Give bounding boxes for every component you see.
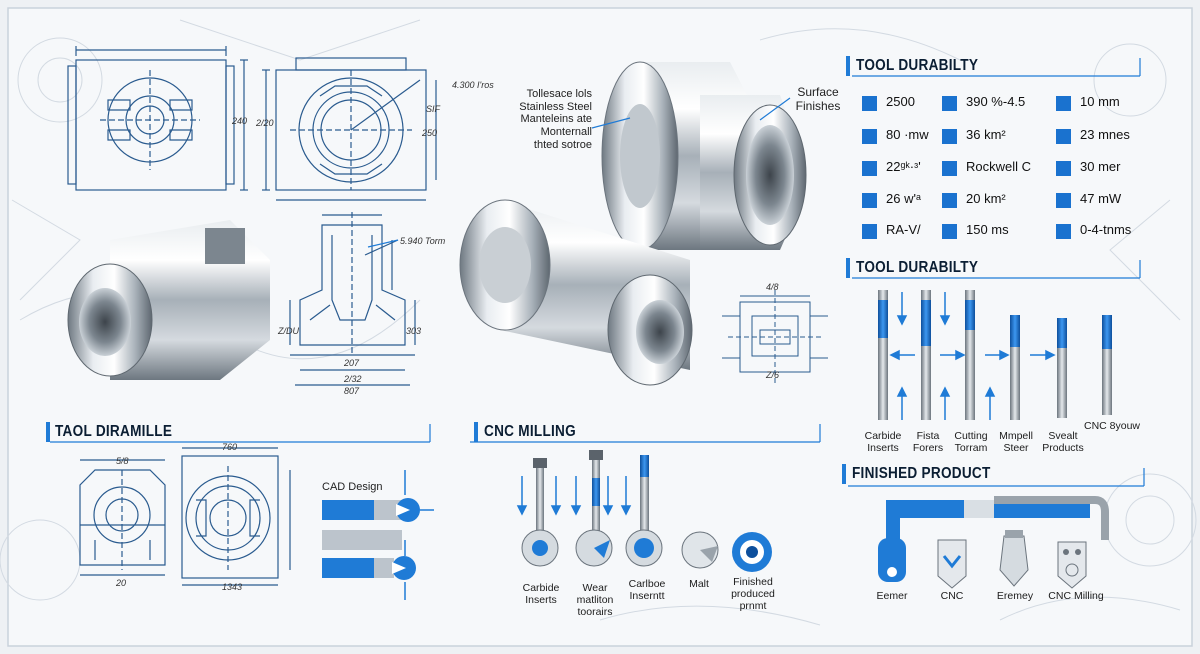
cad-design-diagram [322,470,434,600]
stat-marker-icon [942,129,957,144]
stat-marker-icon [1056,161,1071,176]
stat-marker-icon [1056,193,1071,208]
stat-value: 47 mW [1080,191,1122,206]
stat-marker-icon [862,161,877,176]
tool-arrows [889,292,1056,420]
heading-tool-durability-bottom: TOOL DURABILTY [856,259,979,276]
stat-value: 20 km² [966,191,1006,206]
stat-value: 2500 [886,94,915,109]
milling-label: Carlboe Inserntt [628,578,666,603]
milling-label: Finished produced prnmt [731,576,775,613]
drawing-bottom-left-2 [181,447,291,586]
tool-label: Cutting Torram [954,430,988,455]
heading-accent-bar [842,464,846,484]
dimension-text: 2/32 [344,374,362,384]
drawing-front-view [67,46,248,191]
stat-value: 150 ms [966,222,1009,237]
stat-marker-icon [862,193,877,208]
dimension-text: 5/8 [116,456,129,466]
stat-value: 0-4-tnms [1080,222,1132,237]
stat-value: 23 mnes [1080,127,1130,142]
product-label: CNC Milling [1048,590,1104,602]
milling-label: Malt [689,578,709,590]
dimension-text: 20 [116,578,127,588]
heading-accent-bar [46,422,50,442]
heading-cnc-milling: CNC MILLING [484,423,576,440]
stat-marker-icon [862,129,877,144]
drawing-round-view [262,57,437,201]
drawing-bottom-left-1 [79,459,166,576]
product-label: Eemer [876,590,908,602]
stat-value: 26 w'ᵃ [886,191,921,206]
drawing-section-view [289,212,416,386]
finished-product-flow [878,496,1109,589]
dimension-text: 4/8 [766,282,779,292]
cad-design-label: CAD Design [322,481,383,493]
heading-taol-diramille: TAOL DIRAMILLE [55,423,173,440]
stat-marker-icon [942,193,957,208]
drawing-small-view [722,290,828,385]
heading-tool-durability-top: TOOL DURABILTY [856,57,979,74]
heading-accent-bar [474,422,478,442]
dimension-text: 303 [406,326,422,336]
stat-marker-icon [1056,224,1071,239]
stat-marker-icon [942,161,957,176]
heading-accent-bar [846,56,850,76]
dimension-text: 760 [222,442,238,452]
tool-label: Mmpell Steer [999,430,1033,455]
milling-label: Carbide Inserts [522,582,560,607]
dimension-text: Z/DU [278,326,299,336]
stat-value: 80 ·mw [886,127,929,142]
stat-value: 22ᵍᵏ·ᶟ' [886,159,921,174]
stat-marker-icon [942,224,957,239]
machined-part-top [601,61,807,251]
product-label: Eremey [996,590,1034,602]
stat-marker-icon [1056,129,1071,144]
dimension-text: Z/6 [766,370,780,380]
dimension-text: 807 [344,386,360,396]
stat-value: 10 mm [1080,94,1120,109]
heading-accent-bar [846,258,850,278]
tool-label: Carbide Inserts [864,430,902,455]
product-label: CNC [940,590,964,602]
stat-marker-icon [862,224,877,239]
tool-label: Svealt Products [1042,430,1084,455]
dimension-text: SIF [426,104,441,114]
dimension-text: 1343 [222,582,243,592]
heading-finished-product: FINISHED PRODUCT [852,465,991,482]
tool-bits [878,290,1112,420]
dimension-text: 4.300 I'ros [452,80,494,90]
stat-value: 390 %-4.5 [966,94,1026,109]
milling-arrows [516,476,632,516]
machined-part-left [67,220,270,380]
stat-marker-icon [862,96,877,111]
section-rules [50,58,1145,487]
dimension-text: 240 [232,116,248,126]
dimension-text: 2/20 [256,118,274,128]
dimension-text: 250 [422,128,438,138]
tolerance-note: Tollesace lols Stainless Steel Mantelein… [519,88,592,151]
cnc-milling-tools [521,450,772,572]
surface-finishes-label: Surface Finishes [795,85,841,113]
stat-marker-icon [942,96,957,111]
machined-part-middle [459,199,693,386]
dimension-text: 5.940 Torm [400,236,446,246]
stat-value: Rockwell C [966,159,1032,174]
stat-marker-icon [1056,96,1071,111]
dimension-text: 207 [344,358,360,368]
tool-label: CNC 8youw [1083,420,1141,432]
leader-lines [367,97,791,248]
tool-label: Fista Forers [912,430,944,455]
stat-value: 30 mer [1080,159,1121,174]
milling-label: Wear matliton toorairs [576,582,614,619]
stat-value: RA-V/ [886,222,921,237]
stat-value: 36 km² [966,127,1006,142]
